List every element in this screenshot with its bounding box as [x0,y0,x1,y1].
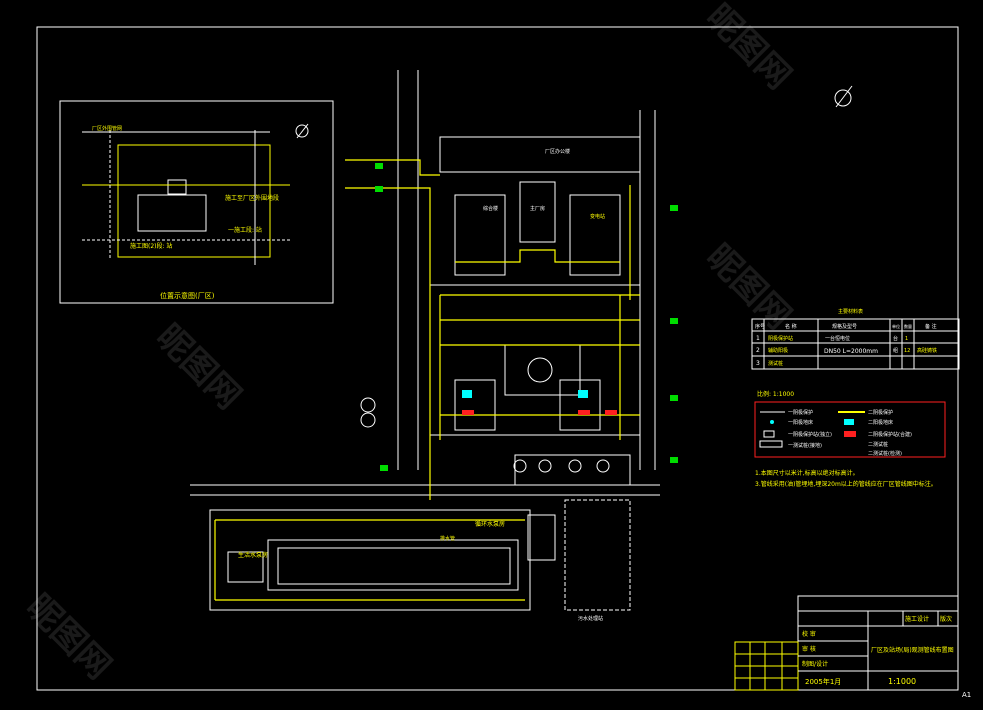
row2-unit: 组 [893,347,898,354]
site-label-2: 综合楼 [483,205,498,212]
material-table-title: 主要材料表 [838,308,863,315]
tb-version: 版次 [940,615,952,623]
th-4: 数量 [904,323,912,329]
site-plan: 厂区办公楼 综合楼 主厂房 变电站 循环水泵房 生活水泵房 排水管 污水处理站 [190,70,678,622]
inset-location-plan: 位置示意图(厂区) 厂区外围管网 施工至厂区外围地段 一施工段: 站 施工图(2… [59,100,334,304]
legend-right-4: 二测试桩 [868,441,888,448]
tb-drawing-title: 厂区及站场(局)观测管线布置图 [871,646,954,654]
tb-sheet: A1 [962,691,971,699]
inset-label-1: 厂区外围管网 [92,125,122,132]
site-label-1: 厂区办公楼 [545,148,570,155]
tb-check: 校 审 [802,630,816,638]
legend-right-3: 二阴极保护站(合建) [868,431,912,438]
symbol-legend: 一阴极保护 二阴极保护 一阳极地床 二阳极地床 一阴极保护站(独立) 二阴极保护… [754,401,946,458]
row2-note: 高硅铸铁 [917,347,937,354]
row2-no: 2 [756,347,760,354]
th-0: 序号 [755,323,765,330]
inset-label-2: 施工至厂区外围地段 [225,194,279,202]
row1-unit: 台 [893,335,898,342]
legend-left-2: 一阳极地床 [788,419,813,426]
inset-label-4: 施工图(2)段: 站 [130,242,172,250]
row1-name: 阴极保护站 [768,335,793,342]
scale-note: 比例: 1:1000 [757,390,794,398]
row3-name: 测试桩 [768,360,783,367]
row2-spec: DN50 L=2000mm [824,348,878,355]
tb-approval: 制图/设计 [802,660,828,668]
material-table: 主要材料表 序号 名 称 规格及型号 单位 数量 备 注 1 阴极保护站 一台恒… [751,308,960,370]
th-3: 单位 [892,323,900,329]
legend-right-5: 二测试桩(检测) [868,450,902,457]
th-2: 规格及型号 [832,323,857,330]
north-arrow [834,85,853,108]
inset-label-3: 一施工段: 站 [228,226,262,234]
tb-designer: 施工设计 [905,615,929,623]
row1-no: 1 [756,335,760,342]
th-5: 备 注 [925,323,937,330]
legend-right-2: 二阳极地床 [868,419,893,426]
site-label-6: 生活水泵房 [238,551,268,559]
tb-audit: 审 核 [802,645,816,653]
legend-left-4: 一测试桩(接地) [788,442,822,449]
tb-scale: 1:1000 [888,677,916,686]
site-label-8: 污水处理站 [578,615,603,622]
site-label-4: 变电站 [590,213,605,220]
row2-qty: 12 [904,348,910,354]
inset-title: 位置示意图(厂区) [160,291,215,300]
tb-date: 2005年1月 [805,677,841,686]
legend-left-1: 一阴极保护 [788,409,813,416]
row3-no: 3 [756,360,760,367]
row1-spec: 一台恒电位 [825,335,850,342]
th-1: 名 称 [785,323,797,330]
legend-left-3: 一阴极保护站(独立) [788,431,832,438]
row2-name: 辅助阳极 [768,347,788,354]
site-label-5: 循环水泵房 [475,520,505,528]
note-1: 1.本图尺寸以米计,标高以绝对标高计。 [755,469,859,477]
row1-qty: 1 [905,336,908,342]
site-label-3: 主厂房 [530,205,545,212]
note-2: 3.管线采用(油)管埋地,埋深20m以上的管线应在厂区管线图中标注。 [755,480,937,488]
title-block: 施工设计 版次 校 审 审 核 制图/设计 厂区及站场(局)观测管线布置图 20… [734,595,971,699]
drawing-frame [36,26,959,691]
legend-right-1: 二阴极保护 [868,409,893,416]
site-label-7: 排水管 [440,535,455,542]
